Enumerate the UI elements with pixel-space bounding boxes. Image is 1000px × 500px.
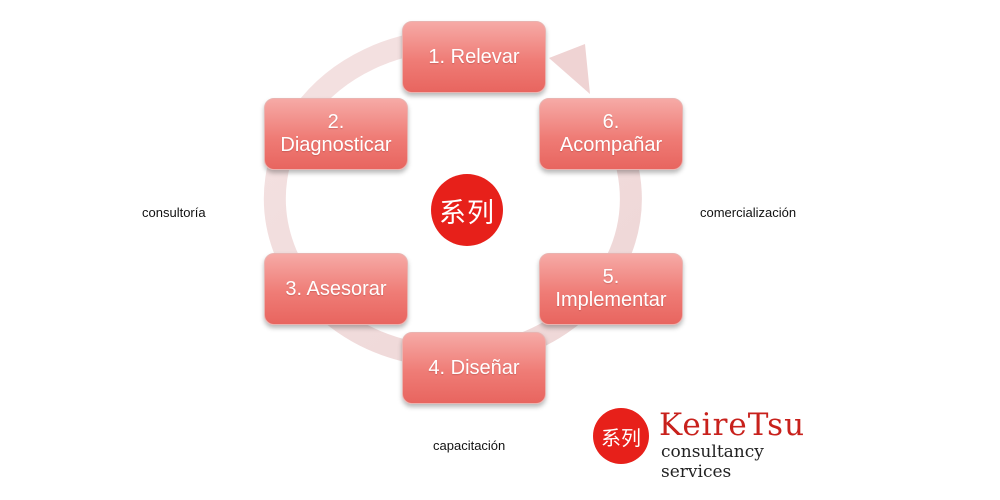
step-disenar: 4. Diseñar xyxy=(402,332,546,404)
logo-tagline: consultancy services xyxy=(661,442,764,482)
logo-seal-icon: 系列 xyxy=(593,408,649,464)
step-diagnosticar: 2. Diagnosticar xyxy=(264,98,408,170)
label-consultoria: consultoría xyxy=(142,205,206,220)
step-asesorar: 3. Asesorar xyxy=(264,253,408,325)
step-implementar: 5. Implementar xyxy=(539,253,683,325)
keiretsu-logo: 系列 KeireTsu consultancy services xyxy=(591,406,831,482)
label-comercializacion: comercialización xyxy=(700,205,797,220)
label-capacitacion: capacitación xyxy=(433,438,506,453)
ring-arrowhead xyxy=(549,44,590,94)
center-kanji-seal: 系列 xyxy=(431,174,503,246)
step-acompanar: 6. Acompañar xyxy=(539,98,683,170)
step-relevar: 1. Relevar xyxy=(402,21,546,93)
logo-wordmark: KeireTsu xyxy=(659,407,806,443)
